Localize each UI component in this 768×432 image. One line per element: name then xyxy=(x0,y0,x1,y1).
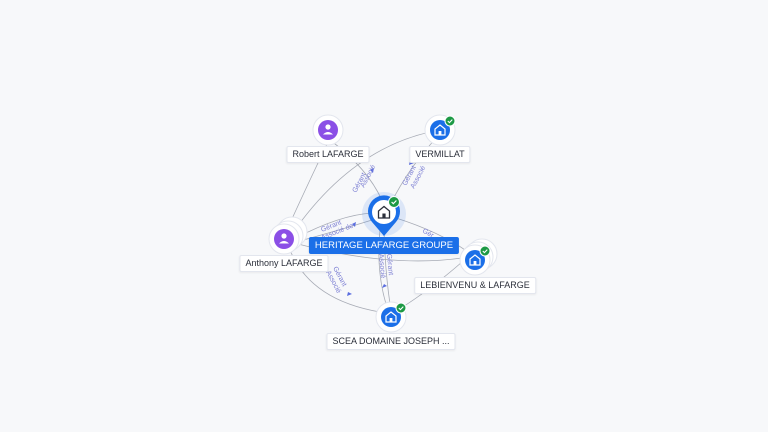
building-icon xyxy=(377,205,391,219)
verified-icon xyxy=(395,302,407,314)
verified-icon xyxy=(388,196,400,208)
person-icon xyxy=(323,124,333,135)
label-scea-domaine-joseph[interactable]: SCEA DOMAINE JOSEPH ... xyxy=(326,333,456,350)
label-heritage-lafarge-groupe[interactable]: HERITAGE LAFARGE GROUPE xyxy=(308,237,460,254)
node-heritage-lafarge-groupe[interactable] xyxy=(362,192,406,236)
label-robert-lafarge[interactable]: Robert LAFARGE xyxy=(286,146,370,163)
arrow-head xyxy=(347,292,352,296)
node-robert-lafarge[interactable] xyxy=(312,114,344,146)
nodes-layer xyxy=(268,114,498,333)
label-lebienvenu-lafarge[interactable]: LEBIENVENU & LAFARGE xyxy=(414,277,536,294)
building-icon xyxy=(469,254,481,266)
edge-label-center-scea-2: Associé xyxy=(377,254,386,279)
edge-center-lebienvenu xyxy=(395,217,469,253)
edge-vermillat-anthony xyxy=(291,131,431,235)
arrow-head xyxy=(370,168,374,173)
node-anthony-lafarge[interactable] xyxy=(268,216,308,255)
arrow-head xyxy=(382,284,387,288)
building-icon xyxy=(385,311,397,323)
node-scea-domaine-joseph[interactable] xyxy=(375,301,407,333)
label-anthony-lafarge[interactable]: Anthony LAFARGE xyxy=(239,255,329,272)
verified-icon xyxy=(444,115,456,127)
building-icon xyxy=(434,124,446,136)
node-lebienvenu-lafarge[interactable] xyxy=(459,238,498,276)
verified-icon xyxy=(479,245,491,257)
label-vermillat[interactable]: VERMILLAT xyxy=(409,146,471,163)
node-vermillat[interactable] xyxy=(424,114,456,146)
person-icon xyxy=(279,233,289,244)
arrow-head xyxy=(352,222,356,227)
edge-label-center-scea: Gérant xyxy=(385,254,394,276)
